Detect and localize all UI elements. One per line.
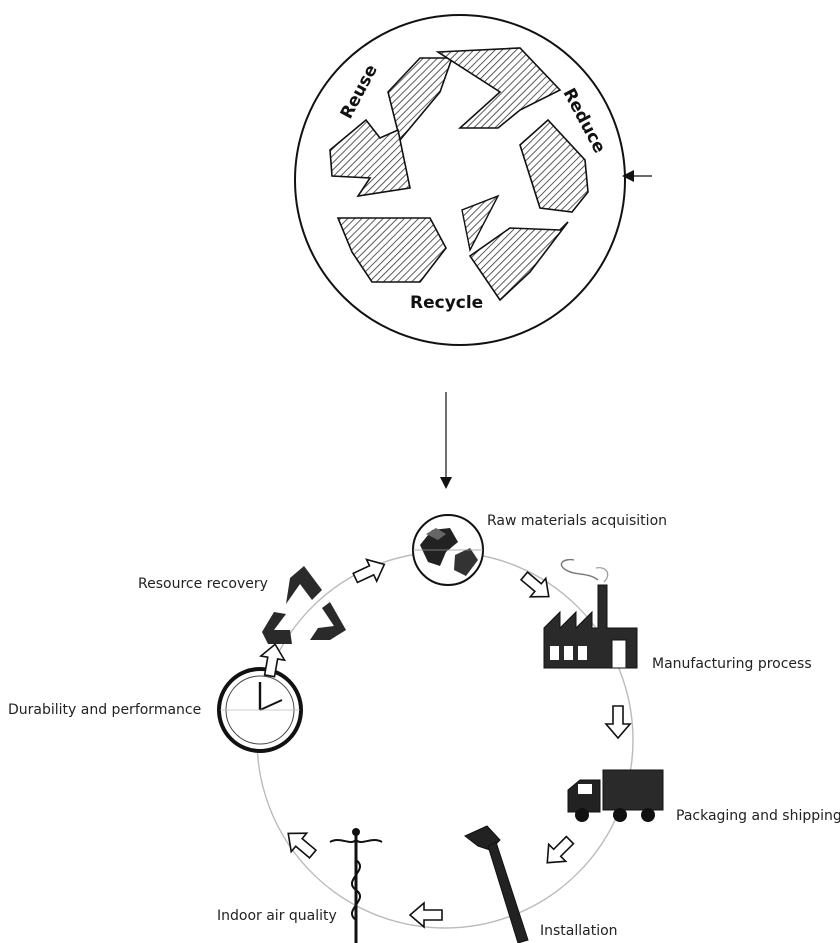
hammer-icon xyxy=(464,825,529,943)
recycle-arrow-left xyxy=(329,118,447,283)
cycle-arrow-1 xyxy=(352,558,386,584)
caduceus-icon xyxy=(329,828,383,943)
recycle-symbol: Reuse Reduce Recycle xyxy=(294,14,652,346)
recycle-label: Recycle xyxy=(410,293,483,313)
stage-label-durability: Durability and performance xyxy=(8,702,201,718)
life-cycle-circle xyxy=(256,551,634,929)
cycle-arrows xyxy=(259,558,632,929)
cycle-arrow-3 xyxy=(604,705,632,740)
cycle-arrow-6 xyxy=(287,832,318,859)
stage-label-packaging: Packaging and shipping xyxy=(676,808,840,824)
stage-label-installation: Installation xyxy=(540,923,618,939)
stage-label-manufacturing: Manufacturing process xyxy=(652,656,812,672)
globe-icon xyxy=(412,514,484,586)
cycle-arrow-7 xyxy=(259,643,287,678)
stage-label-raw-materials: Raw materials acquisition xyxy=(487,513,667,529)
stage-label-indoor-air: Indoor air quality xyxy=(217,908,337,924)
stage-label-resource-recovery: Resource recovery xyxy=(138,576,268,592)
clock-icon xyxy=(217,667,303,753)
cycle-arrow-5 xyxy=(408,901,443,929)
truck-icon xyxy=(567,769,664,822)
recycle-arrow-right xyxy=(461,118,589,302)
cycle-arrow-2 xyxy=(519,571,550,598)
factory-icon xyxy=(543,558,638,669)
recycle-icon xyxy=(262,566,346,644)
life-cycle-wheel: Raw materials acquisition Manufacturing … xyxy=(8,513,840,943)
cycle-arrow-4 xyxy=(546,835,575,864)
